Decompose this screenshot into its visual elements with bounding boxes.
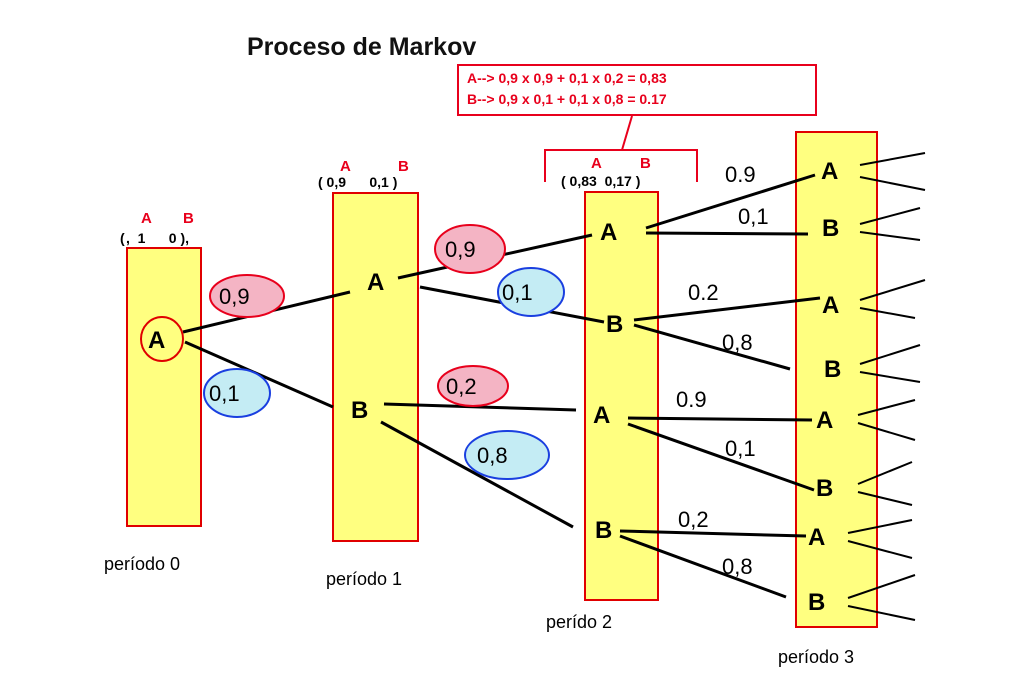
p1-header-label-a: A (340, 158, 351, 175)
prob-p1a-to-b: 0,1 (502, 280, 533, 305)
p0-header-label-b: B (183, 210, 194, 227)
node-p2-b2: B (595, 517, 612, 544)
prob-bubble-p1b-to-b (464, 430, 550, 480)
prob-p1a-to-a: 0,9 (445, 237, 476, 262)
prob-bubble-p0-to-a (209, 274, 285, 318)
prob-p0-to-a: 0,9 (219, 284, 250, 309)
prob-p2a2-to-a: 0.9 (676, 387, 707, 412)
prob-bubble-p1a-to-a (434, 224, 506, 274)
node-p2-b1: B (606, 311, 623, 338)
prob-p2a1-to-b: 0,1 (738, 204, 769, 229)
edge-p1b-p2b2 (380, 420, 574, 529)
period-0-label: período 0 (104, 554, 180, 574)
edge-p2a1-p3a (645, 173, 816, 230)
node-p3-b3: B (816, 475, 833, 502)
period-1-label: período 1 (326, 569, 402, 589)
node-p3-b2: B (824, 356, 841, 383)
prob-p2a2-to-b: 0,1 (725, 436, 756, 461)
edge-p2a1-p3b (645, 231, 809, 236)
node-p2-a2: A (593, 402, 610, 429)
p2-header-label-a: A (591, 155, 602, 172)
formula-bracket (544, 149, 698, 182)
edge-p2b1-p3a (633, 296, 821, 322)
node-p2-a1: A (600, 219, 617, 246)
prob-p2a1-to-a: 0.9 (725, 162, 756, 187)
node-p1-b: B (351, 397, 368, 424)
node-p3-a2: A (822, 292, 839, 319)
prob-p0-to-b: 0,1 (209, 381, 240, 406)
p0-header-open: ( (120, 230, 125, 246)
p1-header-values: ( 0,9 0,1 ) (318, 174, 397, 190)
edge-p2a2-p3a (627, 416, 813, 422)
node-p3-a4: A (808, 524, 825, 551)
p1-header-label-b: B (398, 158, 409, 175)
node-p3-a1: A (821, 158, 838, 185)
p2-header-label-b: B (640, 155, 651, 172)
period-3-outgoing-stubs (847, 152, 926, 621)
edge-p1b-p2a2 (383, 402, 577, 412)
period-1-column (332, 192, 419, 542)
node-p3-a3: A (816, 407, 833, 434)
prob-p1b-to-b: 0,8 (477, 443, 508, 468)
node-p3-b4: B (808, 589, 825, 616)
prob-p1b-to-a: 0,2 (446, 374, 477, 399)
p0-start-node-ring (140, 316, 184, 362)
formula-line-a: A--> 0,9 x 0,9 + 0,1 x 0,2 = 0,83 (467, 70, 667, 86)
edge-p2b1-p3b (633, 323, 791, 371)
period-3-label: período 3 (778, 647, 854, 667)
prob-p2b1-to-b: 0,8 (722, 330, 753, 355)
page-title: Proceso de Markov (247, 33, 476, 61)
period-2-label: perído 2 (546, 612, 612, 632)
node-p0-a: A (148, 327, 165, 354)
formula-box (457, 64, 817, 116)
formula-line-b: B--> 0,9 x 0,1 + 0,1 x 0,8 = 0.17 (467, 91, 667, 107)
edge-p2b2-p3b (619, 534, 787, 599)
prob-p2b1-to-a: 0.2 (688, 280, 719, 305)
prob-bubble-p1a-to-b (497, 267, 565, 317)
prob-p2b2-to-b: 0,8 (722, 554, 753, 579)
formula-pointer (621, 115, 633, 151)
p0-header-values: , 1 0 ), (126, 230, 189, 246)
period-0-column (126, 247, 202, 527)
edge-p2b2-p3a (619, 529, 807, 538)
prob-bubble-p0-to-b (203, 368, 271, 418)
edge-p2a2-p3b (627, 422, 815, 492)
node-p3-b1: B (822, 215, 839, 242)
prob-p2b2-to-a: 0,2 (678, 507, 709, 532)
node-p1-a: A (367, 269, 384, 296)
p0-header-label-a: A (141, 210, 152, 227)
p2-header-values: ( 0,83 0,17 ) (561, 173, 640, 189)
prob-bubble-p1b-to-a (437, 365, 509, 407)
